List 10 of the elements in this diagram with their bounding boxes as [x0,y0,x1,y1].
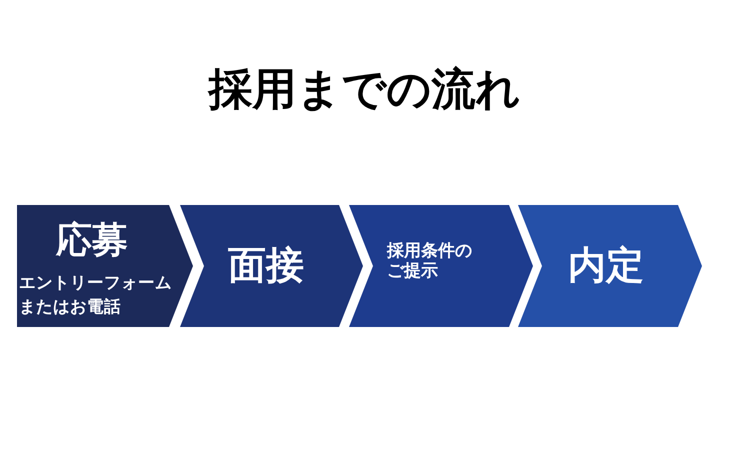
step-heading: 内定 [568,243,645,289]
step-heading: 応募 [54,219,129,262]
step-note: エントリーフォームまたはお電話 [19,272,172,318]
diagram-title: 採用までの流れ [206,66,522,114]
chevron-step [518,205,702,327]
chevron-step [17,205,193,327]
step-heading: 面接 [228,243,305,289]
step-note: 採用条件のご提示 [387,241,473,282]
chevron-step [349,205,533,327]
chevron-step [180,205,363,327]
